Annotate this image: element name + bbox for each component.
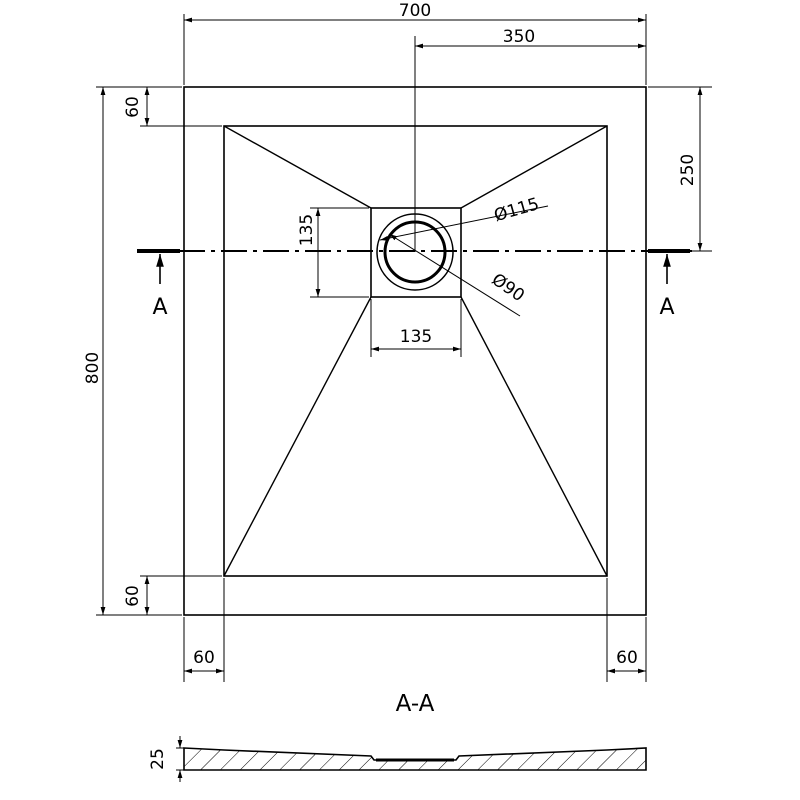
section-title: A-A — [396, 691, 435, 717]
section-line — [137, 249, 692, 284]
dim-border-bottom: 60 — [123, 585, 143, 607]
slope-lines — [223, 125, 608, 577]
dim-half-width: 350 — [503, 27, 535, 47]
dim-total-depth: 800 — [83, 352, 103, 384]
dimension-lines — [96, 14, 712, 782]
dim-border-left: 60 — [193, 648, 215, 668]
section-profile — [183, 747, 647, 771]
dim-drain-outer-diameter: Ø115 — [492, 194, 542, 226]
dim-drain-inner-diameter: Ø90 — [488, 270, 528, 306]
section-marker-right: A — [659, 295, 674, 320]
dim-drain-offset: 250 — [678, 154, 698, 186]
dim-profile-height: 25 — [148, 748, 168, 770]
drain-square — [370, 207, 462, 298]
dim-drain-square-width: 135 — [400, 327, 432, 347]
profile-body — [183, 747, 647, 771]
dim-border-top: 60 — [123, 96, 143, 118]
dim-border-right: 60 — [616, 648, 638, 668]
dim-total-width: 700 — [399, 1, 431, 21]
dim-drain-square-height: 135 — [297, 214, 317, 246]
section-marker-left: A — [152, 295, 167, 320]
